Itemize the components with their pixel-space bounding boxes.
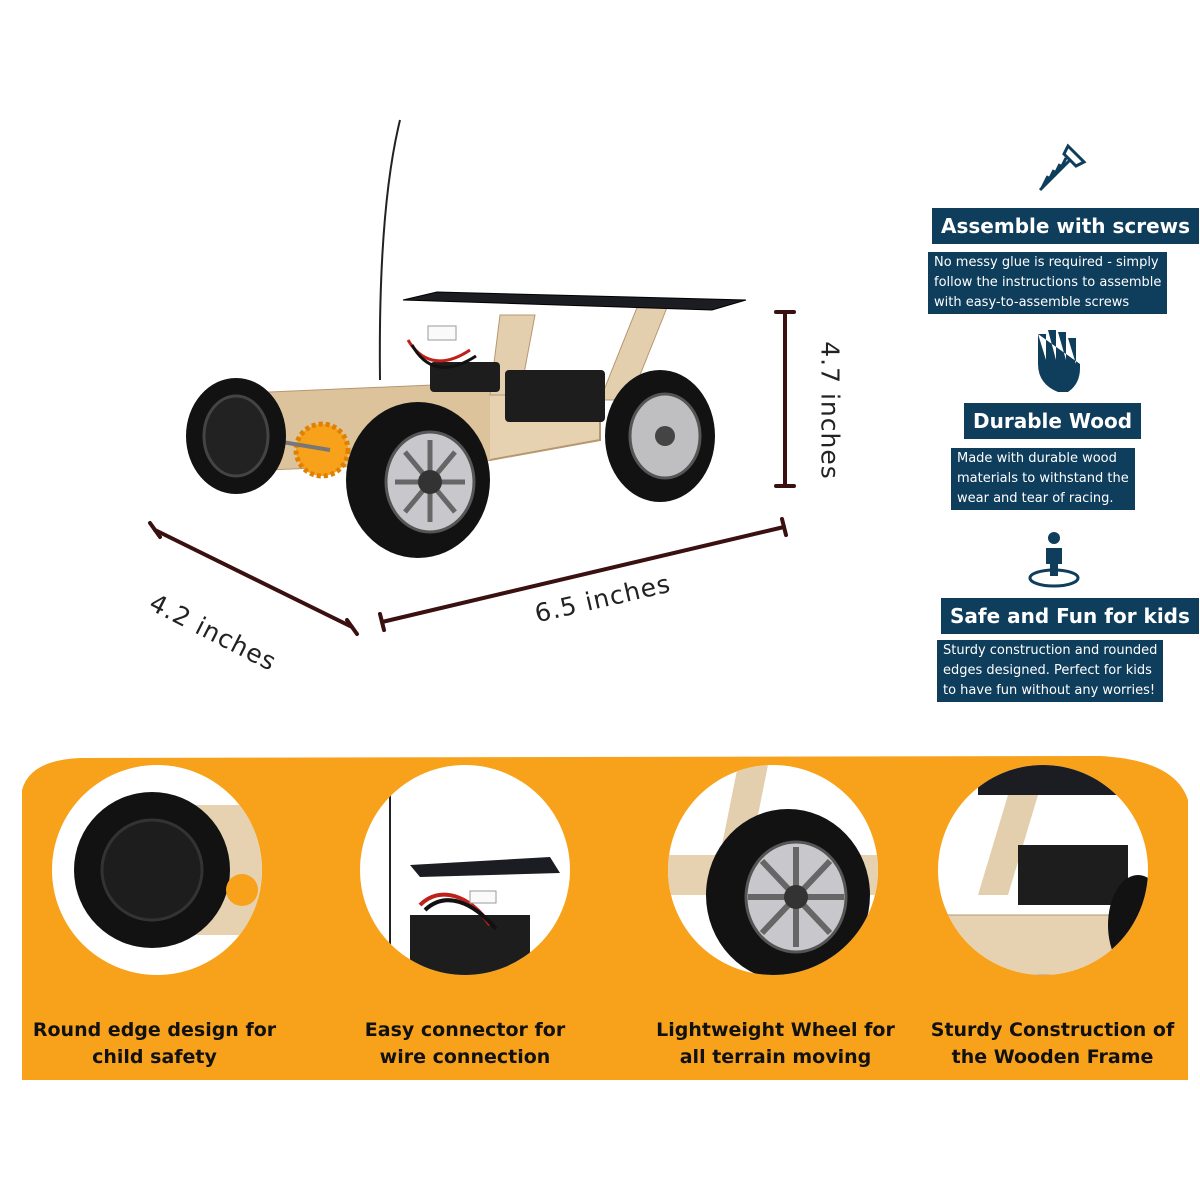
highlight-caption-round-edge: Round edge design for child safety [32,1019,277,1068]
feature-desc-safe: Sturdy construction and rounded edges de… [937,640,1164,702]
feature-desc-durable: Made with durable wood materials to with… [951,448,1135,510]
feature-title-safe: Safe and Fun for kids [941,598,1199,634]
screw-icon [1038,143,1087,192]
orange-band [22,756,1188,1080]
feature-title-durable: Durable Wood [964,403,1142,439]
feature-title-assemble: Assemble with screws [932,208,1200,244]
highlight-caption-wheel: Lightweight Wheel for all terrain moving [656,1019,895,1068]
highlight-image-connector [360,765,570,975]
hand-icon [1038,330,1080,392]
highlight-caption-connector: Easy connector for wire connection [364,1019,566,1068]
highlight-image-frame [938,765,1148,975]
person-icon [1028,532,1080,588]
feature-desc-assemble: No messy glue is required - simply follo… [928,252,1168,314]
highlight-image-wheel [668,765,878,975]
highlight-caption-frame: Sturdy Construction of the Wooden Frame [930,1019,1175,1068]
dimension-lines [148,310,796,636]
highlight-image-round-edge [52,765,262,975]
height-dimension-label: 4.7 inches [815,341,845,480]
car-product-image [186,119,747,558]
